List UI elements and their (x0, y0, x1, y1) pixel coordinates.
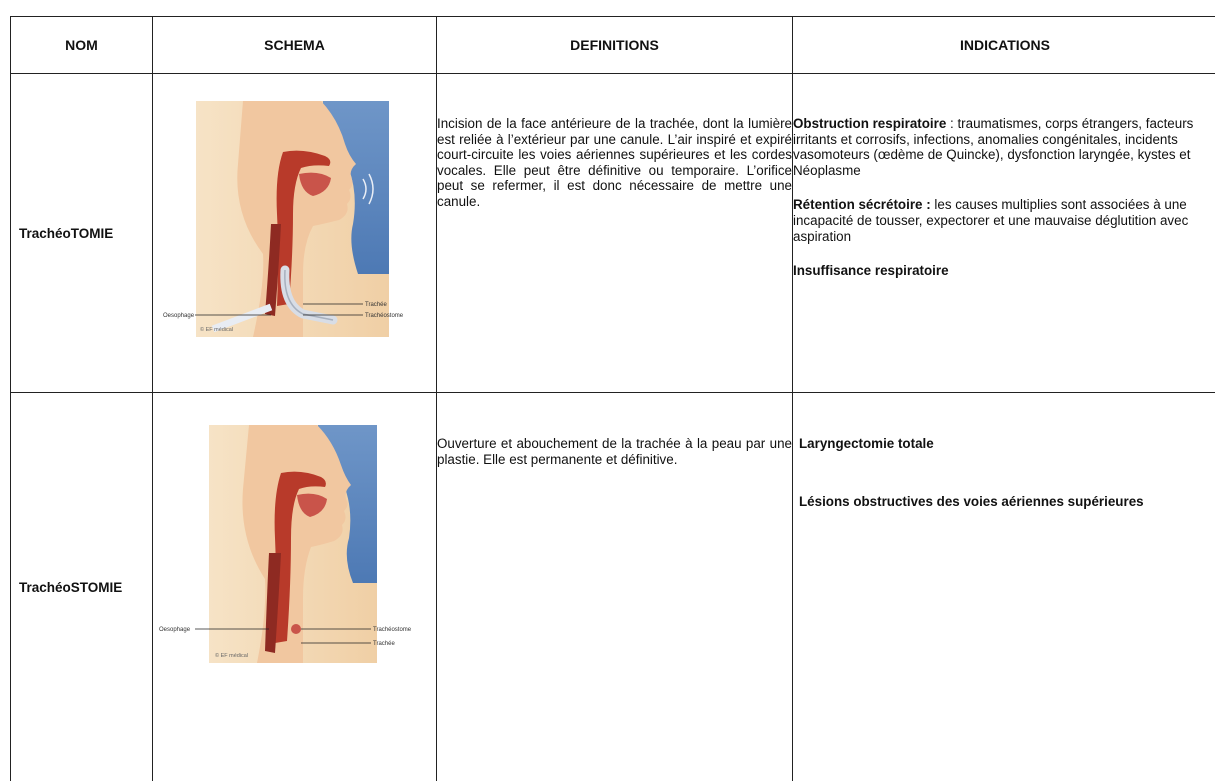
indications-cell: Laryngectomie totale Lésions obstructive… (793, 393, 1215, 781)
indication-title: Rétention sécrétoire : (793, 197, 931, 212)
tracheostomy-diagram: Oesophage Trachéostome Trachée © EF médi… (153, 393, 437, 738)
schema-cell: Oesophage Trachée Trachéostome © EF médi… (153, 74, 437, 393)
header-indications: INDICATIONS (793, 17, 1215, 74)
label-oesophage: Oesophage (163, 313, 195, 319)
comparison-table: NOM SCHEMA DEFINITIONS INDICATIONS Trach… (10, 16, 1215, 781)
tracheotomy-diagram: Oesophage Trachée Trachéostome © EF médi… (153, 74, 437, 350)
indication-title: Lésions obstructives des voies aériennes… (793, 494, 1215, 510)
header-definitions: DEFINITIONS (437, 17, 793, 74)
watermark: © EF médical (200, 326, 233, 333)
table-row: TrachéoTOMIE (11, 74, 1215, 393)
row-name: TrachéoTOMIE (11, 74, 153, 393)
schema-cell: Oesophage Trachéostome Trachée © EF médi… (153, 393, 437, 781)
label-oesophage: Oesophage (159, 627, 191, 633)
watermark: © EF médical (215, 652, 248, 659)
table-row: TrachéoSTOMIE (11, 393, 1215, 781)
indication-title: Obstruction respiratoire (793, 116, 946, 131)
header-nom: NOM (11, 17, 153, 74)
label-trachee: Trachée (365, 302, 387, 308)
definition-text: Ouverture et abouchement de la trachée à… (437, 393, 793, 781)
indications-cell: Obstruction respiratoire : traumatismes,… (793, 74, 1215, 393)
row-name: TrachéoSTOMIE (11, 393, 153, 781)
label-tracheostome: Trachéostome (365, 313, 404, 319)
indication-title: Insuffisance respiratoire (793, 263, 949, 278)
label-tracheostome: Trachéostome (373, 627, 412, 633)
label-trachee: Trachée (373, 641, 395, 647)
header-schema: SCHEMA (153, 17, 437, 74)
header-row: NOM SCHEMA DEFINITIONS INDICATIONS (11, 17, 1215, 74)
indication-title: Laryngectomie totale (793, 436, 1215, 452)
definition-text: Incision de la face antérieure de la tra… (437, 74, 793, 393)
